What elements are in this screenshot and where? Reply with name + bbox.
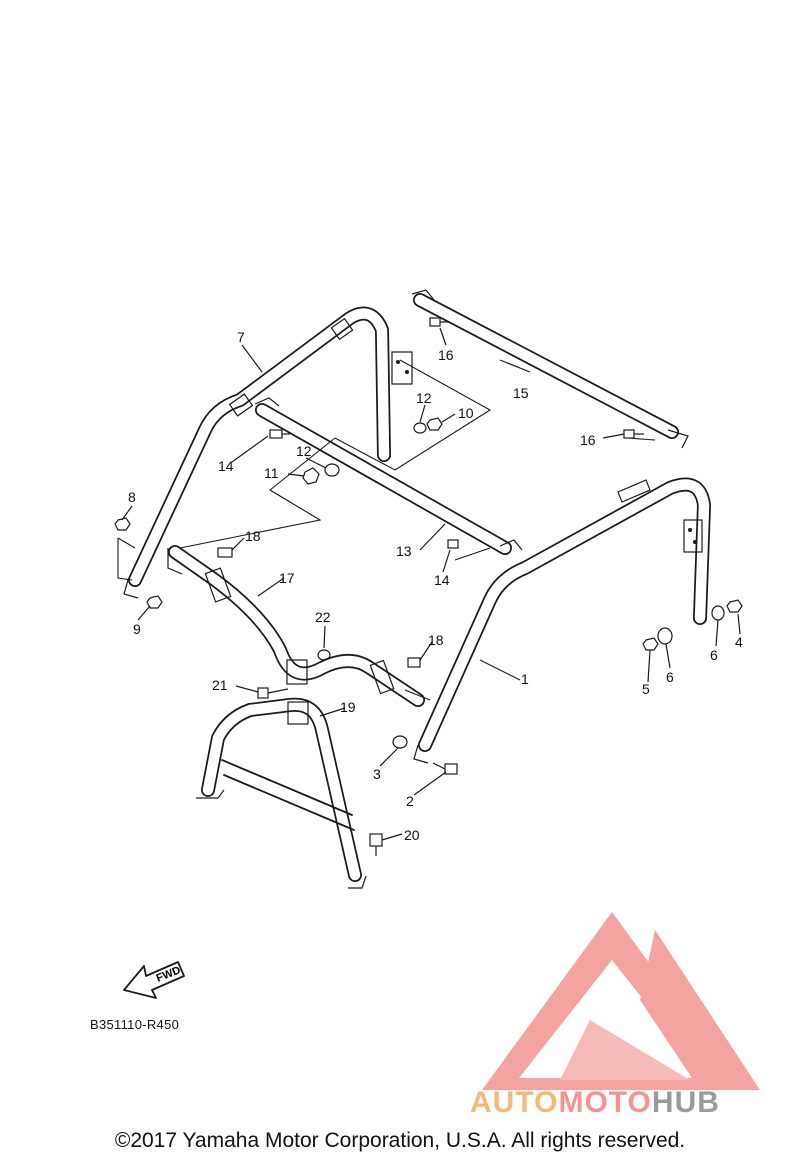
leader-lines: [121, 327, 741, 841]
nut-5: [642, 637, 659, 651]
washer-12a: [413, 422, 427, 434]
callout-5: 5: [642, 681, 650, 697]
part-15-frame: [411, 289, 689, 449]
watermark-auto: AUTO: [470, 1086, 559, 1119]
washer-12b: [324, 463, 340, 477]
callout-17: 17: [279, 570, 295, 586]
bolt-16a: [429, 317, 450, 327]
callout-1: 1: [521, 671, 529, 687]
part-19-frame: [196, 697, 367, 889]
callout-4: 4: [735, 634, 743, 650]
callout-13: 13: [396, 543, 412, 559]
fwd-arrow: FWD: [123, 961, 185, 999]
bolt-20: [369, 833, 383, 856]
watermark-logo: [482, 912, 760, 1090]
part-1-frame: [413, 477, 711, 764]
reference-lines: [117, 359, 656, 701]
callout-16b: 16: [580, 432, 596, 448]
callout-3: 3: [373, 766, 381, 782]
callout-20: 20: [404, 827, 420, 843]
callout-14b: 14: [434, 572, 450, 588]
fwd-label: FWD: [155, 964, 183, 985]
bolt-14a: [269, 429, 290, 439]
nut-10: [426, 417, 443, 431]
bolt-16b: [623, 429, 644, 439]
callout-16a: 16: [438, 347, 454, 363]
part-7-frame: [123, 306, 413, 599]
bolt-18a: [217, 547, 233, 558]
callout-18a: 18: [245, 528, 261, 544]
callout-18b: 18: [428, 632, 444, 648]
callout-7: 7: [237, 329, 245, 345]
callout-19: 19: [340, 699, 356, 715]
nut-9: [146, 595, 163, 609]
washer-3: [392, 735, 408, 749]
callout-2: 2: [406, 793, 414, 809]
callout-12b: 12: [296, 443, 312, 459]
callout-6a: 6: [710, 647, 718, 663]
callouts: 1 2 3 4 5 6 6 7 8 9 10 11 12 12 13 14 14…: [128, 329, 743, 843]
watermark-moto: MOTO: [558, 1086, 652, 1119]
watermark-brand: AUTOMOTOHUB: [470, 1086, 720, 1120]
part-13-frame: [254, 397, 523, 555]
callout-11: 11: [264, 465, 279, 481]
callout-10: 10: [458, 405, 474, 421]
washer-6b: [657, 627, 673, 645]
bolt-8: [114, 517, 131, 531]
bolt-4: [726, 599, 743, 613]
callout-14a: 14: [218, 458, 234, 474]
nut-22: [317, 649, 331, 661]
callout-9: 9: [133, 621, 141, 637]
bolt-2: [432, 762, 458, 775]
callout-15: 15: [513, 385, 529, 401]
diagram-code: B351110-R450: [90, 1017, 180, 1032]
washer-6a: [711, 605, 725, 621]
callout-22: 22: [315, 609, 331, 625]
part-17-frame: [167, 545, 425, 707]
bolt-18b: [407, 657, 421, 668]
bolt-14b: [447, 539, 459, 549]
copyright-notice: ©2017 Yamaha Motor Corporation, U.S.A. A…: [114, 1129, 686, 1152]
callout-21: 21: [212, 677, 228, 693]
bolt-21: [257, 687, 289, 699]
callout-12a: 12: [416, 390, 432, 406]
callout-8: 8: [128, 489, 136, 505]
nut-11: [302, 467, 320, 485]
watermark-hub: HUB: [651, 1086, 720, 1119]
callout-6b: 6: [666, 669, 674, 685]
fasteners: [114, 317, 743, 856]
